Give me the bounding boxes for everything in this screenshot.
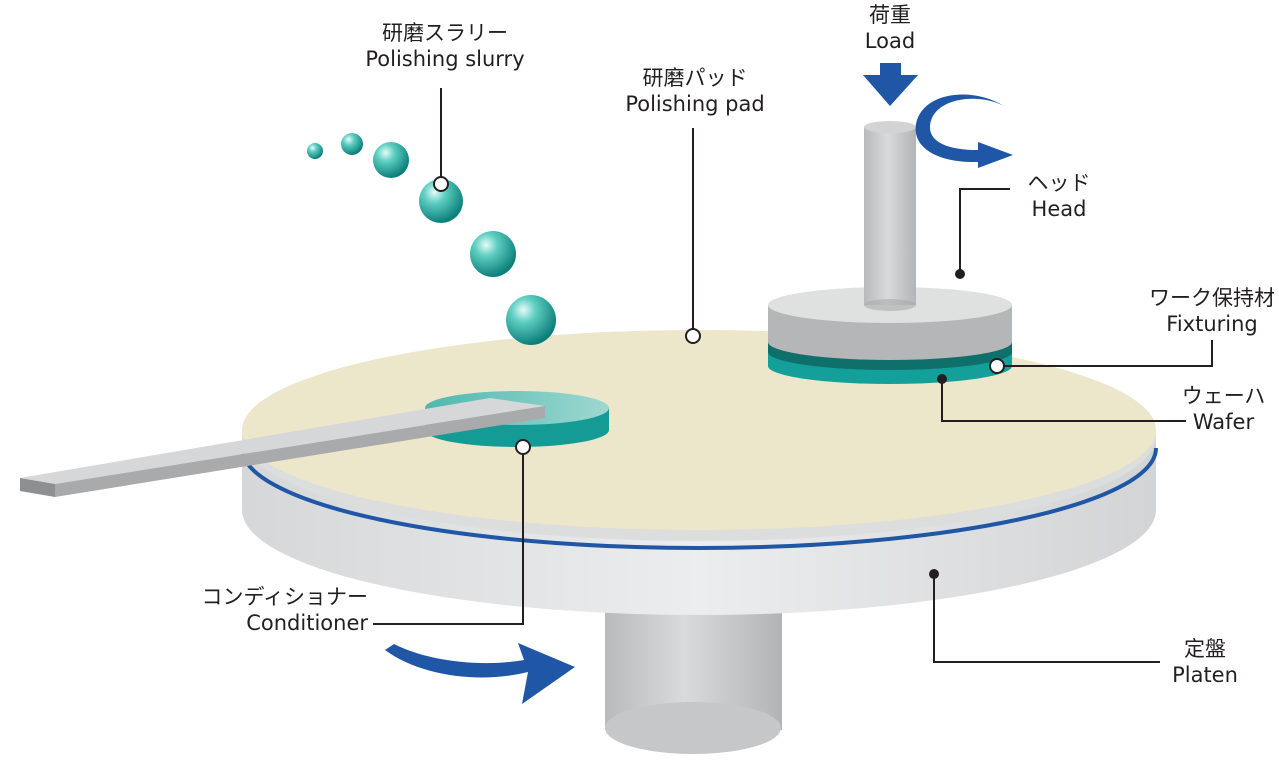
leader-fixturing (997, 340, 1213, 367)
wafer-marker (937, 374, 947, 384)
slurry-drop (506, 295, 556, 345)
label-fixturing: ワーク保持材 Fixturing (1145, 285, 1279, 338)
label-wafer-en: Wafer (1192, 410, 1255, 435)
label-conditioner-ja: コンディショナー (201, 585, 368, 609)
load-arrow-icon (863, 63, 918, 106)
leader-lines (373, 88, 1213, 663)
label-load-ja: 荷重 (869, 3, 911, 27)
label-pad-ja: 研磨パッド (642, 66, 748, 90)
label-platen: 定盤 Platen (1155, 636, 1255, 689)
label-wafer: ウェーハ Wafer (1168, 383, 1279, 436)
head-rotation-arrow-icon (915, 94, 1013, 168)
label-conditioner: コンディショナー Conditioner (128, 584, 368, 637)
leader-head (959, 188, 1010, 274)
leader-wafer (941, 379, 1186, 422)
label-fixturing-en: Fixturing (1166, 312, 1258, 337)
label-slurry-en: Polishing slurry (365, 47, 525, 72)
label-conditioner-en: Conditioner (246, 611, 368, 636)
label-head-en: Head (1031, 197, 1087, 222)
label-load: 荷重 Load (840, 2, 940, 55)
label-load-en: Load (864, 29, 916, 54)
slurry-drop (373, 142, 409, 178)
platen-rotation-arrow-icon (385, 643, 575, 704)
fixturing-marker (989, 358, 1005, 374)
leader-conditioner (373, 447, 524, 625)
pad-marker (685, 328, 701, 344)
slurry-drop (470, 231, 516, 277)
leader-dots (433, 176, 1005, 579)
head-assembly (768, 121, 1012, 384)
label-pad-en: Polishing pad (625, 92, 765, 117)
label-fixturing-ja: ワーク保持材 (1149, 286, 1275, 310)
slurry-marker (433, 176, 449, 192)
leader-platen (933, 574, 1160, 663)
conditioner-marker (515, 439, 531, 455)
label-head-ja: ヘッド (1027, 171, 1091, 195)
label-platen-ja: 定盤 (1184, 637, 1226, 661)
conditioner-arm (20, 398, 545, 497)
label-pad: 研磨パッド Polishing pad (600, 65, 790, 118)
label-head: ヘッド Head (1014, 170, 1104, 223)
label-wafer-ja: ウェーハ (1181, 384, 1266, 408)
label-slurry: 研磨スラリー Polishing slurry (340, 20, 550, 73)
slurry-drop (419, 179, 463, 223)
label-slurry-ja: 研磨スラリー (382, 21, 508, 45)
slurry-drop (307, 143, 323, 159)
platen-stripe (240, 447, 1158, 550)
head-marker (955, 269, 965, 279)
slurry-droplets (307, 133, 556, 345)
platen-marker (929, 569, 939, 579)
label-platen-en: Platen (1172, 663, 1238, 688)
slurry-drop (341, 133, 363, 155)
